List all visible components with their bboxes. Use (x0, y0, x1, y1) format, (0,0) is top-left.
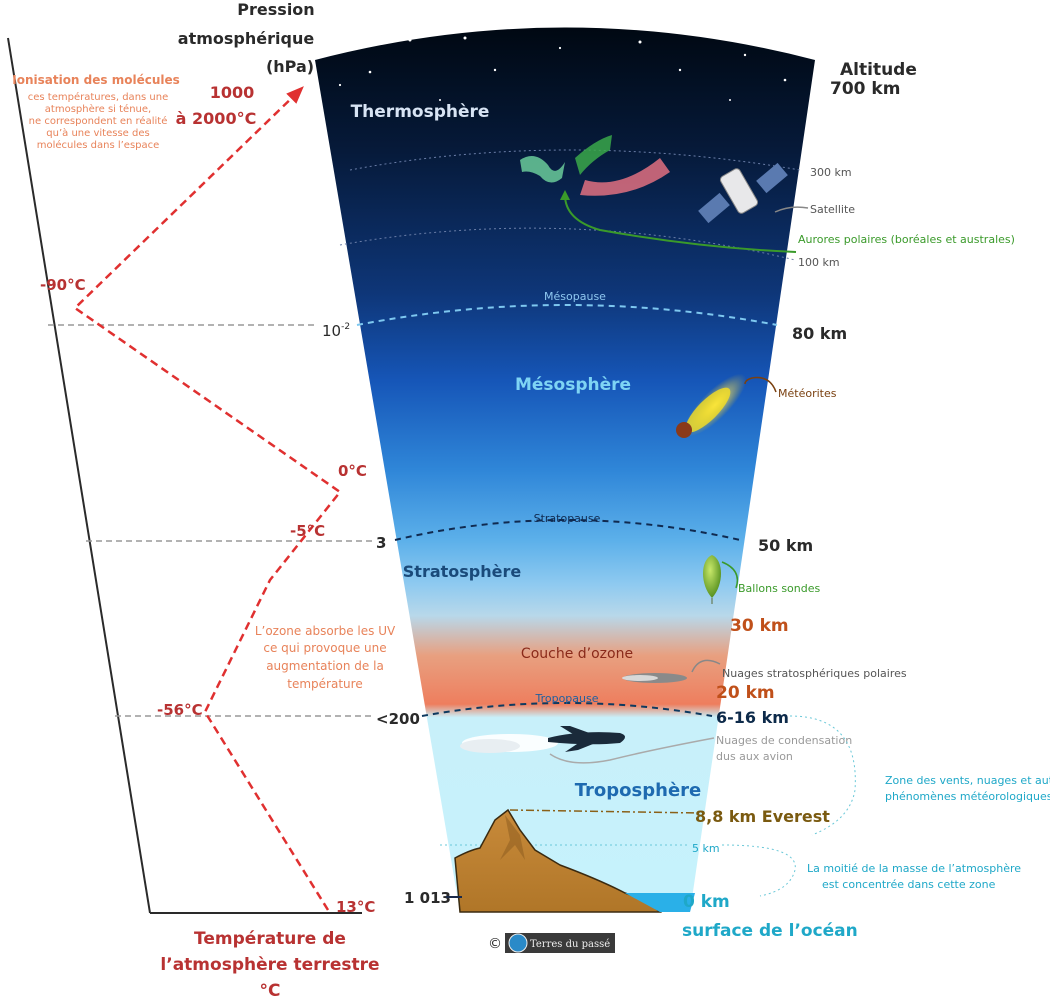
altitude-title: Altitude (840, 60, 917, 80)
condensation-label-1: Nuages de condensation (716, 734, 852, 747)
ionisation-text-1: ces températures, dans une (28, 91, 169, 103)
temp-axis-slant (7, 37, 151, 914)
temperature-arrowhead (286, 86, 304, 104)
meteorite-icon (676, 373, 747, 438)
altitude-300: 300 km (810, 166, 852, 179)
altitude-80: 80 km (792, 324, 847, 343)
layer-stratosphere: Stratosphère (403, 562, 522, 581)
pressure-tropopause: <200 (376, 710, 420, 728)
layer-ozone: Couche d’ozone (521, 646, 633, 662)
balloon-label: Ballons sondes (738, 582, 821, 595)
polar-cloud-icon (622, 673, 687, 683)
altitude-30: 30 km (730, 616, 789, 636)
balloon-icon (703, 555, 721, 604)
pressure-mesopause: 10-2 (322, 322, 350, 340)
weather-zone-label-1: Zone des vents, nuages et autres (885, 774, 1050, 787)
ozone-note-1: L’ozone absorbe les UV (255, 624, 396, 638)
altitude-5: 5 km (692, 842, 720, 855)
satellite-label: Satellite (810, 203, 855, 216)
copyright-symbol: © (488, 936, 502, 952)
polar-cloud-label: Nuages stratosphériques polaires (722, 667, 907, 680)
temp-axis-title-1: Température de (194, 929, 346, 949)
ionisation-text-2: atmosphère si ténue, (45, 103, 151, 115)
balloon-pointer (721, 561, 739, 589)
ozone-note-3: augmentation de la (266, 659, 384, 673)
ionisation-text-4: qu’à une vitesse des (46, 127, 149, 139)
temp-axis-title-2: l’atmosphère terrestre (160, 955, 379, 975)
mountain-everest (454, 808, 663, 913)
ozone-note-2: ce qui provoque une (263, 641, 386, 655)
temp-minus56: -56°C (157, 701, 203, 719)
polar-cloud-pointer (691, 659, 721, 673)
altitude-20: 20 km (716, 683, 775, 703)
temp-zero: 0°C (338, 462, 367, 480)
satellite-pointer (774, 206, 809, 213)
arc-300km (349, 149, 801, 171)
mass-half-bracket (721, 844, 796, 897)
satellite-icon (698, 162, 788, 224)
altitude-everest: 8,8 km Everest (695, 807, 830, 826)
meteorite-label: Météorites (778, 387, 837, 400)
meteorite-pointer (744, 376, 777, 393)
ionisation-text-5: molécules dans l’espace (37, 139, 160, 151)
layer-mesosphere: Mésosphère (515, 375, 631, 395)
airplane-icon (548, 726, 625, 752)
altitude-100: 100 km (798, 256, 840, 269)
ionisation-text-3: ne correspondent en réalité (29, 115, 168, 127)
tropopause-label: Tropopause (534, 692, 598, 705)
tropopause-line (421, 702, 713, 717)
contrail-cloud-icon (460, 734, 558, 753)
temperature-profile (73, 89, 342, 911)
pressure-title-2: atmosphérique (178, 29, 315, 48)
mass-half-label-1: La moitié de la masse de l’atmosphère (807, 862, 1021, 875)
globe-icon (508, 933, 528, 953)
temp-top-1: 1000 (210, 83, 255, 102)
temp-13: 13°C (336, 898, 375, 916)
stratopause-line (394, 519, 741, 541)
temp-minus90: -90°C (40, 276, 86, 294)
ozone-note-4: température (287, 677, 362, 691)
layer-troposphere: Troposphère (575, 780, 702, 801)
pressure-title-1: Pression (237, 0, 314, 19)
pressure-surface: 1 013 (404, 889, 451, 907)
aurora-arrowhead (560, 190, 570, 200)
aurora-pointer (564, 194, 797, 253)
condensation-pointer (549, 737, 715, 764)
condensation-label-2: dus aux avion (716, 750, 793, 763)
atmosphere-funnel (315, 27, 815, 912)
mesopause-label: Mésopause (544, 290, 606, 303)
layer-thermosphere: Thermosphère (351, 102, 490, 122)
altitude-6-16: 6-16 km (716, 708, 789, 727)
credit-text: Terres du passé (530, 939, 610, 950)
ocean-surface: surface de l’océan (682, 921, 858, 941)
stars (338, 13, 787, 101)
temp-top-2: à 2000°C (176, 109, 257, 128)
credit-badge: © Terres du passé (488, 933, 615, 953)
pressure-title-3: (hPa) (266, 57, 314, 76)
aurora-label: Aurores polaires (boréales et australes) (798, 233, 1015, 246)
temp-axis-title-3: °C (260, 981, 281, 1000)
altitude-50: 50 km (758, 536, 813, 555)
temp-minus5: -5°C (290, 522, 325, 540)
mass-half-label-2: est concentrée dans cette zone (822, 878, 996, 891)
mountain-shadow (500, 815, 525, 860)
ocean (625, 893, 695, 912)
ionisation-title: Ionisation des molécules (12, 73, 180, 87)
altitude-0: 0 km (683, 892, 730, 912)
mesopause-line (356, 304, 778, 326)
pressure-stratopause: 3 (376, 534, 386, 552)
weather-zone-label-2: phénomènes météorologiques (885, 790, 1050, 803)
stratopause-label: Stratopause (534, 512, 601, 525)
aurora-icon (520, 135, 670, 196)
altitude-700: 700 km (830, 79, 900, 99)
